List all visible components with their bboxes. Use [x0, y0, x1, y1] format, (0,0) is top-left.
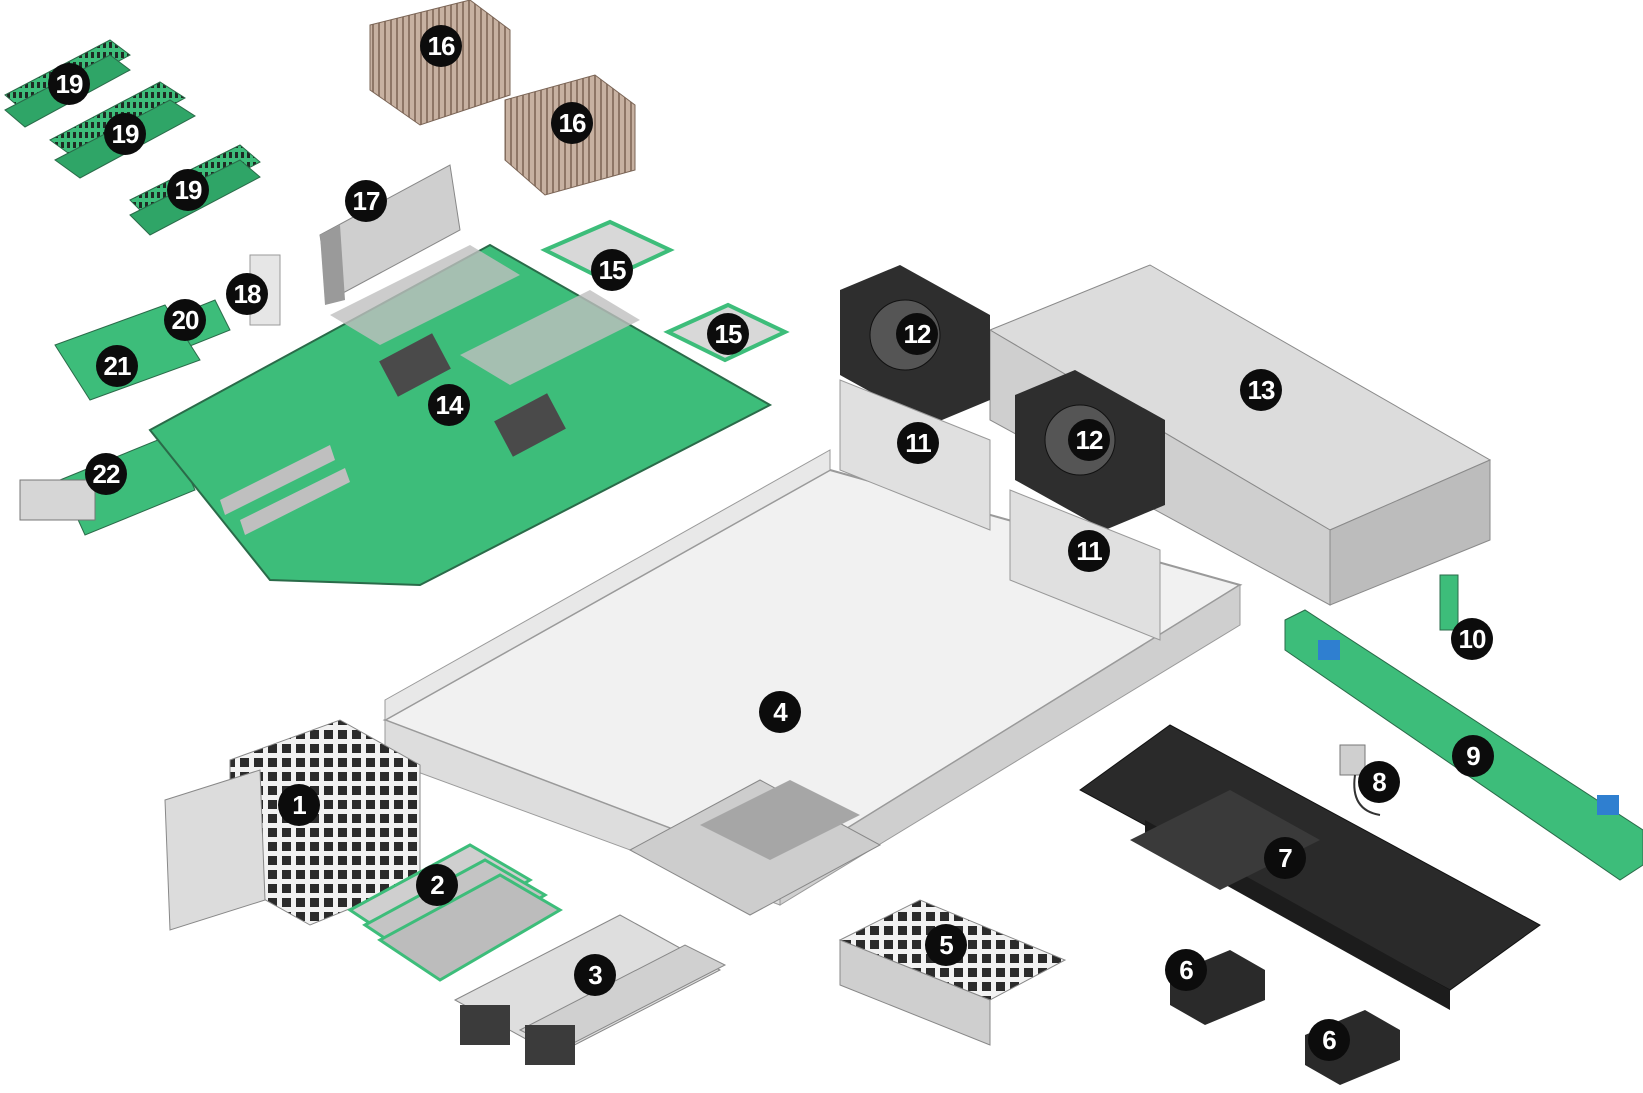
- callout-21: 21: [96, 345, 138, 387]
- callout-7: 7: [1264, 837, 1306, 879]
- callout-10: 10: [1451, 618, 1493, 660]
- callout-14: 14: [428, 384, 470, 426]
- callout-16b: 16: [551, 102, 593, 144]
- riser-card: [319, 164, 461, 305]
- callout-15b: 15: [707, 313, 749, 355]
- heatsinks: [369, 0, 636, 196]
- callout-19c: 19: [167, 169, 209, 211]
- callout-17: 17: [345, 180, 387, 222]
- air-duct: [1079, 724, 1541, 1010]
- callout-4: 4: [759, 691, 801, 733]
- callout-19b: 19: [104, 113, 146, 155]
- connector-board: [1439, 574, 1459, 631]
- callout-19a: 19: [48, 63, 90, 105]
- callout-16a: 16: [420, 25, 462, 67]
- callout-11a: 11: [897, 422, 939, 464]
- callout-8: 8: [1358, 761, 1400, 803]
- callout-22: 22: [85, 453, 127, 495]
- callout-12b: 12: [1068, 419, 1110, 461]
- callout-12a: 12: [896, 313, 938, 355]
- callout-5: 5: [925, 924, 967, 966]
- callout-6b: 6: [1308, 1019, 1350, 1061]
- cable-connector: [1339, 744, 1381, 816]
- callout-1: 1: [278, 784, 320, 826]
- callout-9: 9: [1452, 735, 1494, 777]
- callout-20: 20: [164, 299, 206, 341]
- callout-11b: 11: [1068, 530, 1110, 572]
- network-card: [19, 434, 196, 536]
- callout-18: 18: [226, 273, 268, 315]
- callout-3: 3: [574, 954, 616, 996]
- callout-15a: 15: [591, 249, 633, 291]
- callout-13: 13: [1240, 369, 1282, 411]
- front-drive-cage: [164, 719, 421, 931]
- callout-2: 2: [416, 864, 458, 906]
- rear-drive-cage: [838, 899, 1067, 1046]
- callout-6a: 6: [1165, 949, 1207, 991]
